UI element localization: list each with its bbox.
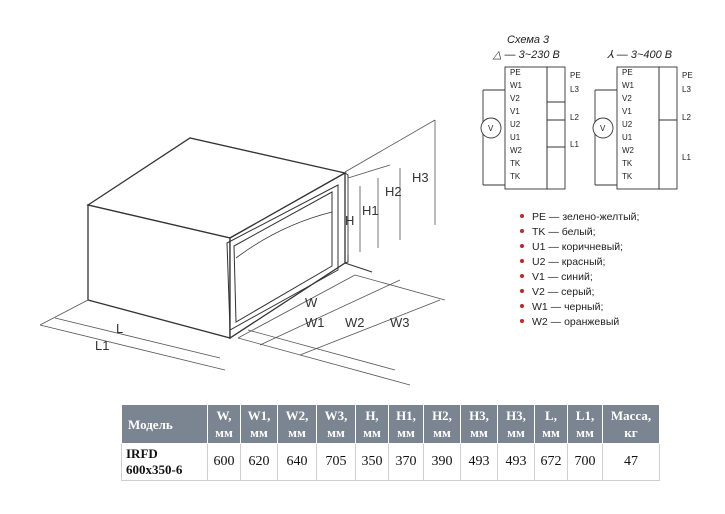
bullet-icon	[520, 259, 524, 264]
delta-voltage-label: △ — 3~230 В	[492, 49, 560, 61]
header-w1: W1,мм	[240, 404, 278, 444]
dimension-lines	[39, 119, 446, 386]
star-motor-label: V	[600, 124, 606, 133]
svg-text:TK: TK	[510, 159, 521, 168]
cell-h3-second: 493	[497, 443, 535, 481]
legend-item: W2 — оранжевый	[520, 315, 639, 330]
svg-text:U1: U1	[510, 133, 521, 142]
bullet-icon	[520, 229, 524, 234]
svg-text:V1: V1	[622, 107, 632, 116]
table-header-row: Модель W,мм W1,мм W2,мм W3,мм H,мм H1,мм…	[121, 404, 660, 444]
legend-item: V2 — серый;	[520, 285, 639, 300]
svg-text:PE: PE	[510, 68, 521, 77]
header-mass: Масса,кг	[602, 404, 660, 444]
header-w3: W3,мм	[316, 404, 356, 444]
header-h: H,мм	[355, 404, 389, 444]
wire-color-legend: PE — зелено-желтый; TK — белый; U1 — кор…	[520, 210, 639, 330]
cell-h: 350	[355, 443, 389, 481]
label-H1: H1	[362, 203, 379, 218]
delta-terminal-block	[480, 66, 566, 190]
svg-text:V2: V2	[510, 94, 520, 103]
header-h3: H3,мм	[460, 404, 498, 444]
svg-text:PE: PE	[570, 71, 581, 80]
dimension-labels: H H1 H2 H3 W W1 W2 W3 L L1	[95, 170, 429, 353]
svg-text:TK: TK	[622, 159, 633, 168]
cell-l: 672	[534, 443, 568, 481]
header-w: W,мм	[207, 404, 241, 444]
header-model: Модель	[121, 404, 208, 444]
cell-h2: 390	[423, 443, 461, 481]
svg-text:L1: L1	[570, 140, 579, 149]
svg-text:W2: W2	[510, 146, 523, 155]
svg-text:V2: V2	[622, 94, 632, 103]
label-L1: L1	[95, 338, 109, 353]
svg-text:W1: W1	[622, 81, 635, 90]
specification-table: Модель W,мм W1,мм W2,мм W3,мм H,мм H1,мм…	[121, 404, 660, 481]
legend-item: W1 — черный;	[520, 300, 639, 315]
svg-text:TK: TK	[622, 172, 633, 181]
svg-text:U1: U1	[622, 133, 633, 142]
fan-dimension-drawing: H H1 H2 H3 W W1 W2 W3 L L1	[39, 119, 446, 386]
bullet-icon	[520, 289, 524, 294]
label-W1: W1	[305, 315, 325, 330]
cell-l1: 700	[567, 443, 603, 481]
svg-text:W2: W2	[622, 146, 635, 155]
svg-text:L3: L3	[570, 85, 579, 94]
legend-item: PE — зелено-желтый;	[520, 210, 639, 225]
header-w2: W2,мм	[277, 404, 317, 444]
bullet-icon	[520, 244, 524, 249]
delta-motor-label: V	[488, 124, 494, 133]
svg-text:U2: U2	[510, 120, 521, 129]
cell-h1: 370	[388, 443, 424, 481]
svg-text:L1: L1	[682, 153, 691, 162]
label-H3: H3	[412, 170, 429, 185]
label-H: H	[345, 213, 354, 228]
label-L: L	[116, 321, 123, 336]
svg-text:L3: L3	[682, 85, 691, 94]
svg-text:L2: L2	[570, 113, 579, 122]
svg-text:U2: U2	[622, 120, 633, 129]
header-h1: H1,мм	[388, 404, 424, 444]
label-H2: H2	[385, 184, 402, 199]
bullet-icon	[520, 319, 524, 324]
svg-text:PE: PE	[622, 68, 633, 77]
cell-w3: 705	[316, 443, 356, 481]
star-terminal-block	[592, 66, 678, 190]
bullet-icon	[520, 274, 524, 279]
cell-w2: 640	[277, 443, 317, 481]
header-l: L,мм	[534, 404, 568, 444]
cell-w1: 620	[240, 443, 278, 481]
svg-text:V1: V1	[510, 107, 520, 116]
svg-text:W1: W1	[510, 81, 523, 90]
svg-text:TK: TK	[510, 172, 521, 181]
label-W3: W3	[390, 315, 410, 330]
wiring-diagram: Схема 3 △ — 3~230 В ⅄ — 3~400 В V PE W1 …	[480, 34, 693, 190]
header-h3-second: H3,мм	[497, 404, 535, 444]
fan-housing	[86, 137, 373, 340]
label-W2: W2	[345, 315, 365, 330]
label-W: W	[305, 295, 318, 310]
cell-mass: 47	[602, 443, 660, 481]
legend-item: U1 — коричневый;	[520, 240, 639, 255]
header-h2: H2,мм	[423, 404, 461, 444]
header-l1: L1,мм	[567, 404, 603, 444]
cell-w: 600	[207, 443, 241, 481]
scheme-title: Схема 3	[507, 34, 550, 46]
bullet-icon	[520, 304, 524, 309]
legend-item: TK — белый;	[520, 225, 639, 240]
svg-text:L2: L2	[682, 113, 691, 122]
cell-h3: 493	[460, 443, 498, 481]
bullet-icon	[520, 214, 524, 219]
svg-text:PE: PE	[682, 71, 693, 80]
star-voltage-label: ⅄ — 3~400 В	[606, 49, 672, 61]
legend-item: U2 — красный;	[520, 255, 639, 270]
legend-item: V1 — синий;	[520, 270, 639, 285]
